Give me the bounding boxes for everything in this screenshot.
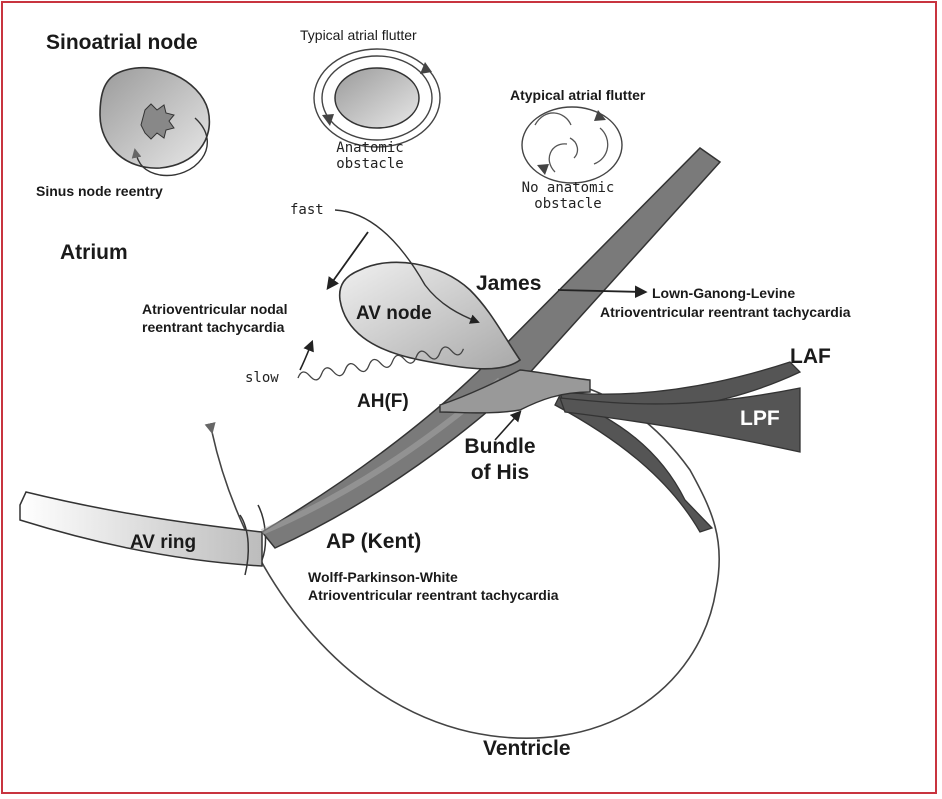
label-slow: slow: [245, 370, 279, 386]
label-of-his: of His: [470, 461, 530, 484]
label-fast: fast: [290, 202, 324, 218]
label-ventricle: Ventricle: [483, 737, 571, 760]
ventricle-outline: [204, 379, 721, 740]
label-lpf: LPF: [740, 407, 780, 430]
label-sinus-node-reentry: Sinus node reentry: [36, 183, 163, 199]
label-avnrt-line1: Atrioventricular nodal: [142, 301, 288, 317]
label-atypical-atrial-flutter: Atypical atrial flutter: [510, 87, 646, 103]
his-bundle: [439, 369, 591, 414]
label-laf: LAF: [790, 345, 831, 368]
typical-flutter-obstacle: [334, 67, 420, 129]
label-wpw: Wolff-Parkinson-White Atrioventricular r…: [308, 568, 559, 604]
slow-pathway: [297, 346, 465, 381]
label-atrium: Atrium: [60, 241, 128, 264]
label-lgl-line2: Atrioventricular reentrant tachycardia: [600, 304, 851, 320]
label-anatomic: Anatomic: [336, 140, 404, 156]
label-no-anatomic-obstacle: No anatomic obstacle: [508, 180, 628, 212]
label-no-anatomic: No anatomic: [521, 180, 615, 196]
label-bundle: Bundle: [464, 435, 536, 458]
av-ring-gap: [239, 514, 250, 576]
label-lgl-line1: Lown-Ganong-Levine: [652, 285, 796, 301]
septum-band: [260, 147, 722, 549]
sinus-reentry-arrow: [131, 117, 208, 177]
label-ah-f: AH(F): [357, 391, 409, 412]
label-wpw-line2: Atrioventricular reentrant tachycardia: [308, 587, 559, 603]
label-bundle-of-his: Bundle of His: [445, 434, 555, 486]
atypical-flutter-shape: [521, 106, 623, 184]
av-node: [338, 261, 522, 370]
label-james: James: [476, 272, 542, 295]
label-obstacle-2: obstacle: [534, 196, 602, 212]
label-wpw-line1: Wolff-Parkinson-White: [308, 569, 458, 585]
fast-pathway: [334, 209, 480, 324]
label-anatomic-obstacle: Anatomic obstacle: [330, 140, 410, 172]
label-av-node: AV node: [356, 303, 432, 324]
lpf-fascicle: [559, 387, 801, 453]
label-av-ring: AV ring: [130, 532, 197, 553]
label-sinoatrial-node: Sinoatrial node: [46, 31, 198, 54]
label-avnrt: Atrioventricular nodal reentrant tachyca…: [142, 300, 287, 336]
label-ap-kent: AP (Kent): [326, 530, 422, 553]
label-typical-atrial-flutter: Typical atrial flutter: [300, 27, 417, 43]
av-ring: [19, 491, 263, 567]
label-avnrt-line2: reentrant tachycardia: [142, 319, 285, 335]
label-obstacle: obstacle: [336, 156, 404, 172]
